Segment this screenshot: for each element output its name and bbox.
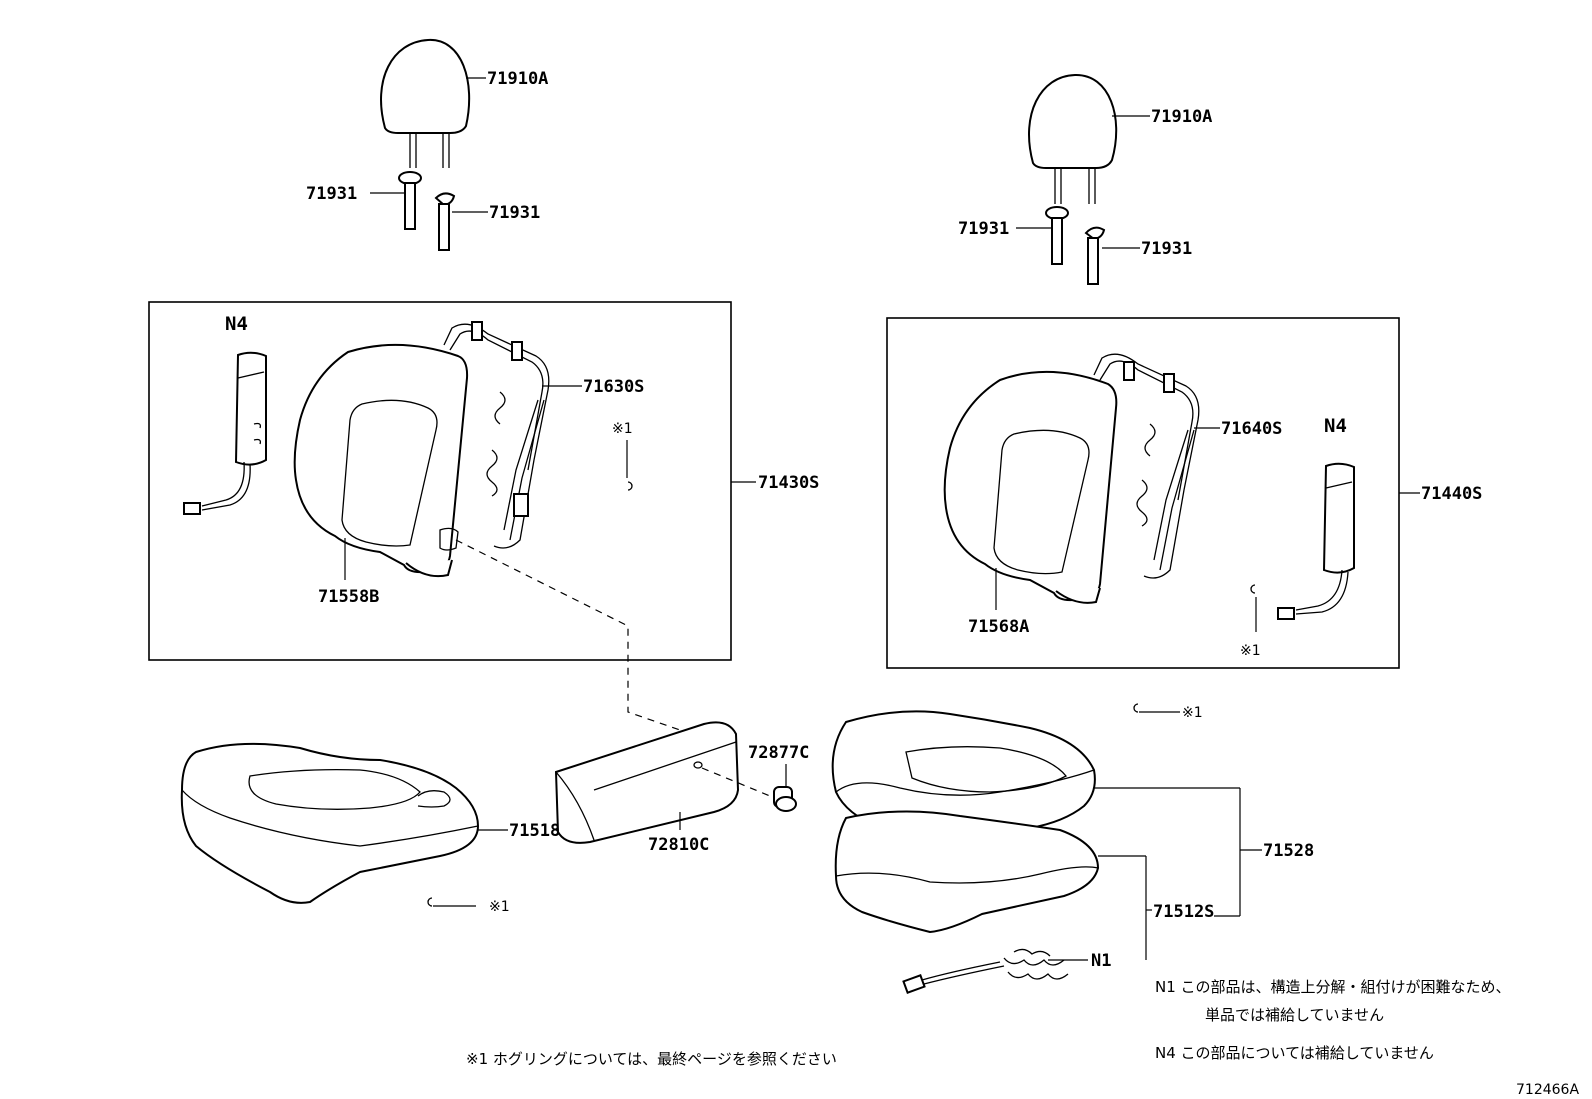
note-n4: N4 この部品については補給していません [1155, 1044, 1434, 1062]
armrest[interactable] [554, 721, 740, 844]
seatback-frame-left[interactable] [443, 321, 582, 549]
seatback-frame-right[interactable] [1093, 353, 1220, 579]
label-support-right-a: 71931 [958, 219, 1009, 239]
label-cover-right: 71568A [968, 617, 1029, 637]
label-cushion-pad: 71512S [1153, 902, 1214, 922]
headrest-right[interactable] [1028, 73, 1150, 204]
seat-cushion-cover-right[interactable] [831, 710, 1240, 842]
side-airbag-right[interactable] [1277, 462, 1355, 620]
label-heater: N1 [1091, 951, 1111, 971]
label-frame-right: 71640S [1221, 419, 1282, 439]
label-support-right-b: 71931 [1141, 239, 1192, 259]
seat-cushion-pad-right[interactable] [834, 810, 1152, 960]
label-cushion-assy: 71528 [1263, 841, 1314, 861]
note-n1-line1: N1 この部品は、構造上分解・組付けが困難なため、 [1155, 978, 1511, 996]
label-headrest-right: 71910A [1151, 107, 1212, 127]
ring-note-bottom: ※1 [489, 899, 510, 915]
note-n1-line2: 単品では補給していません [1205, 1006, 1384, 1024]
ring-note-mid: ※1 [1182, 705, 1203, 721]
label-armrest: 72810C [648, 835, 709, 855]
seatback-cover-right[interactable] [943, 370, 1118, 610]
ring-note-left-box: ※1 [612, 421, 633, 437]
hog-ring-mid[interactable] [1133, 703, 1180, 713]
headrest-support-right-b[interactable] [1084, 226, 1140, 285]
hog-ring-right-box[interactable] [1250, 584, 1257, 632]
armrest-connection-line [455, 539, 681, 731]
label-support-left-a: 71931 [306, 184, 357, 204]
headrest-left[interactable] [380, 38, 486, 168]
note-hog-ring: ※1 ホグリングについては、最終ページを参照ください [466, 1050, 837, 1068]
label-frame-left: 71630S [583, 377, 644, 397]
seat-heater-element[interactable] [902, 948, 1088, 994]
seatback-assy-left-box [148, 301, 732, 661]
headrest-support-right-a[interactable] [1016, 206, 1069, 265]
diagram-id: 712466A [1516, 1082, 1579, 1098]
label-armrest-cap: 72877C [748, 743, 809, 763]
label-airbag-left: N4 [225, 313, 248, 335]
headrest-support-left-b[interactable] [434, 192, 488, 251]
label-cover-left: 71558B [318, 587, 379, 607]
label-cushion-cover-left: 71518B [509, 821, 570, 841]
armrest-cap[interactable] [773, 764, 797, 812]
headrest-support-left-a[interactable] [370, 171, 422, 230]
label-back-assy-right: 71440S [1421, 484, 1482, 504]
seatback-cover-left[interactable] [293, 343, 469, 580]
label-back-assy-left: 71430S [758, 473, 819, 493]
side-airbag-left[interactable] [183, 351, 267, 515]
hog-ring-bottom[interactable] [427, 897, 476, 907]
label-support-left-b: 71931 [489, 203, 540, 223]
label-airbag-right: N4 [1324, 415, 1347, 437]
label-headrest-left: 71910A [487, 69, 548, 89]
seat-cushion-cover-left[interactable] [180, 742, 508, 904]
hog-ring-left-box[interactable] [626, 440, 633, 491]
ring-note-right-box: ※1 [1240, 643, 1261, 659]
